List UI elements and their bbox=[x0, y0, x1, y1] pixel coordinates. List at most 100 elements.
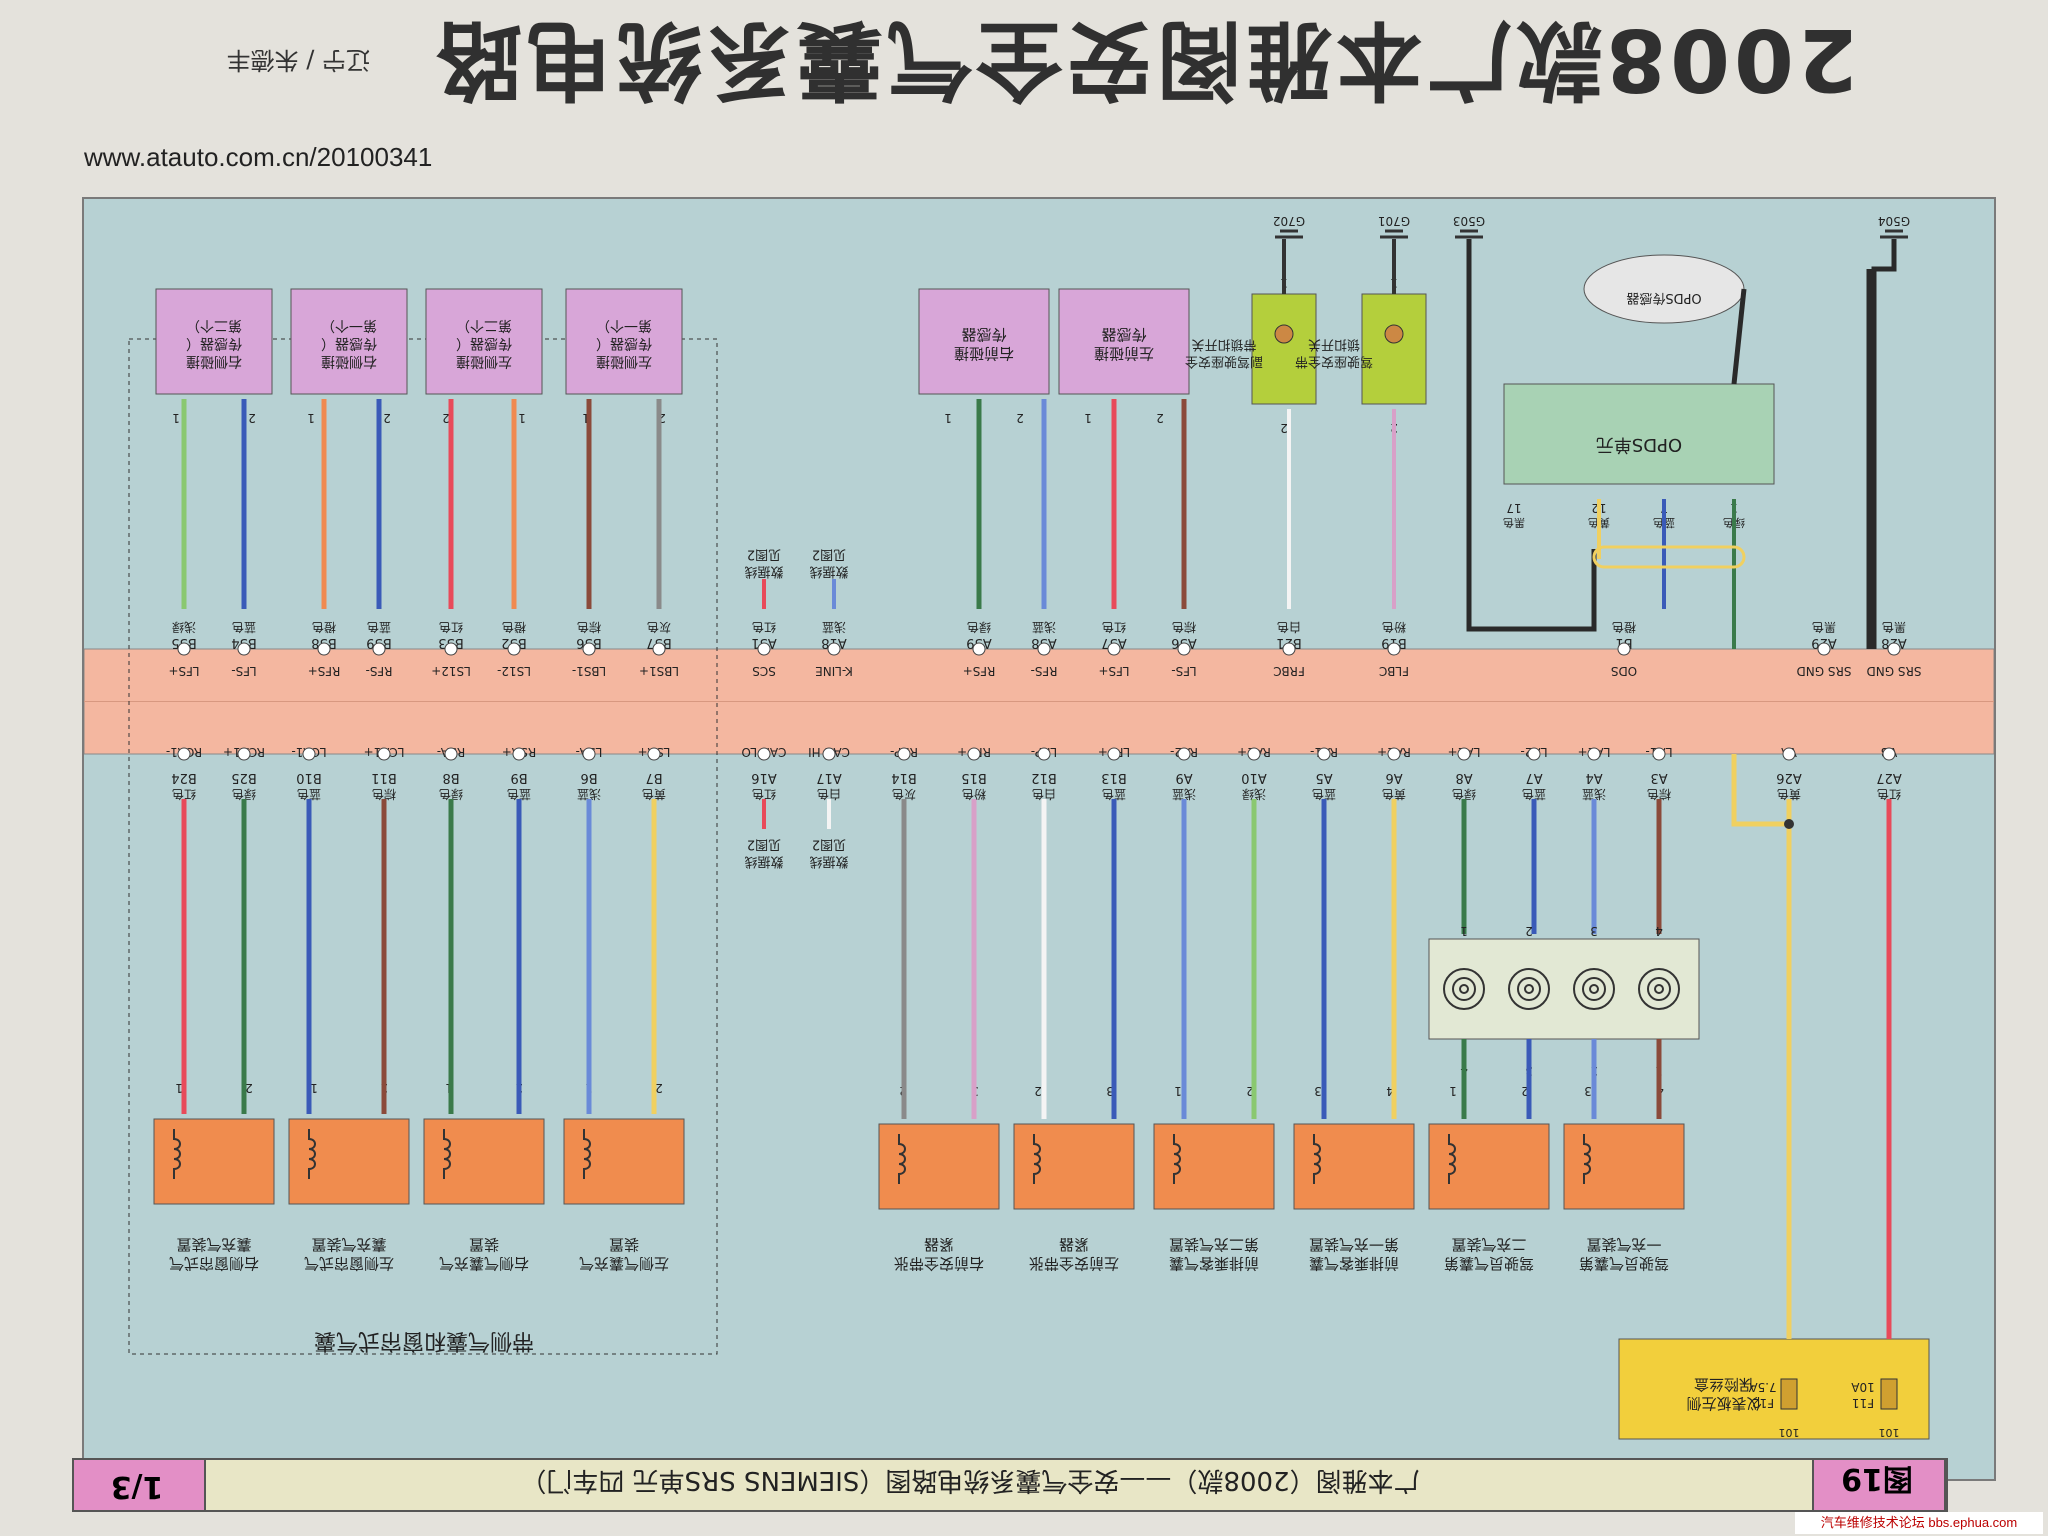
pin-color: 绿色 bbox=[1452, 787, 1476, 802]
pin-connector bbox=[1037, 747, 1051, 761]
srs-top-pin-9: K-LINEA18浅蓝 bbox=[815, 620, 853, 678]
fuse-box-label-line: 仪表板左侧 bbox=[1686, 1395, 1761, 1413]
opds-pin: 17 bbox=[1506, 501, 1521, 515]
pin-connector bbox=[507, 642, 521, 656]
opds-sensor-label: OPDS传感器 bbox=[1626, 290, 1701, 306]
srs-top-pin-8: SCSA31红色 bbox=[751, 620, 776, 678]
switch-box bbox=[1361, 293, 1427, 405]
clock-pin: 1 bbox=[1460, 924, 1468, 938]
pin-color: 蓝色 bbox=[1312, 787, 1336, 801]
pin-code: SRS GND bbox=[1867, 664, 1922, 678]
pin-code: LFS- bbox=[1171, 664, 1196, 678]
inflator-pin: 1 bbox=[1449, 1084, 1457, 1098]
pin-connector bbox=[1177, 747, 1191, 761]
pin-code: FLBC bbox=[1379, 664, 1409, 678]
inflator-box bbox=[878, 1123, 1000, 1210]
pin-connector bbox=[1617, 642, 1631, 656]
pin-color: 浅蓝 bbox=[1032, 620, 1056, 634]
pin-connector bbox=[967, 747, 981, 761]
side-sensor-label-1-line: 左侧碰撞 bbox=[456, 353, 512, 369]
inflator-right-label-2-line: 第一充气装置 bbox=[1309, 1236, 1399, 1254]
pin-connector bbox=[827, 642, 841, 656]
pin-connector bbox=[1107, 747, 1121, 761]
inflator-right-5: 32 bbox=[878, 1084, 1000, 1210]
inflator-pin: 3 bbox=[1314, 1084, 1322, 1098]
ground-G503: G503 bbox=[1453, 214, 1485, 239]
pin-connector bbox=[897, 747, 911, 761]
pin-connector bbox=[177, 642, 191, 656]
sensor-box bbox=[290, 288, 408, 395]
inflator-left-label-0-line: 装置 bbox=[609, 1236, 639, 1254]
pin-code: RFS+ bbox=[308, 664, 341, 678]
inflator-box bbox=[1153, 1123, 1275, 1210]
can-ref-top-0-line: 数据线 bbox=[744, 564, 783, 579]
pin-color: 橙色 bbox=[1612, 620, 1636, 635]
inflator-right-label-4-line: 左前安全带张 bbox=[1029, 1255, 1119, 1273]
srs-top-pin-3: LS12+B33红色 bbox=[431, 620, 471, 678]
fuse-pin: 101 bbox=[1779, 1426, 1800, 1439]
inflator-pin: 2 bbox=[1521, 1084, 1529, 1098]
sensor-pin: 1 bbox=[518, 411, 526, 425]
pin-color: 蓝色 bbox=[367, 620, 391, 634]
inflator-box bbox=[1293, 1123, 1415, 1210]
pin-connector bbox=[1782, 747, 1796, 761]
inflator-pin: 4 bbox=[1386, 1084, 1394, 1098]
pin-connector bbox=[1587, 747, 1601, 761]
pin-connector bbox=[237, 642, 251, 656]
pin-color: 粉色 bbox=[962, 787, 986, 801]
clock-coil bbox=[1654, 984, 1664, 994]
pin-wire: A16 bbox=[751, 770, 776, 785]
fuse-pin: 101 bbox=[1879, 1426, 1900, 1439]
can-ref-bottom-0-line: 见图2 bbox=[747, 837, 781, 852]
side-sensor-label-1-line: 第二个） bbox=[456, 317, 512, 334]
pin-code: RFS- bbox=[366, 664, 393, 678]
ground-label: G504 bbox=[1878, 214, 1910, 228]
inflator-left-label-1-line: 装置 bbox=[469, 1236, 499, 1254]
inflator-left-label-3-line: 右侧窗帘式气 bbox=[169, 1255, 259, 1273]
pin-wire: A3 bbox=[1650, 770, 1667, 785]
fuse-symbol bbox=[1880, 1378, 1898, 1410]
side-sensor-label-3-line: 第二个） bbox=[186, 317, 242, 334]
srs-top-pin-14: FRBCB21白色 bbox=[1273, 620, 1305, 678]
clock-coil bbox=[1524, 984, 1534, 994]
pin-color: 蓝色 bbox=[1102, 787, 1126, 801]
inflator-right-label-2-line: 前排乘客气囊 bbox=[1309, 1255, 1399, 1273]
squib-symbol bbox=[1033, 1134, 1041, 1184]
pin-color: 红色 bbox=[752, 787, 776, 802]
side-sensor-label-0-line: 传感器（ bbox=[596, 335, 652, 352]
inflator-right-label-4-line: 紧器 bbox=[1059, 1236, 1089, 1254]
side-sensor-label-1-line: 传感器（ bbox=[456, 335, 512, 352]
srs-bottom-pin-23: VBA27红色 bbox=[1876, 745, 1901, 802]
pin-color: 红色 bbox=[172, 787, 196, 802]
pin-connector bbox=[1317, 747, 1331, 761]
wiring-diagram: 带侧气囊和窗帘式气囊LBS1+B37灰色LBS1-B36棕色LS12-B32橙色… bbox=[83, 214, 1995, 1440]
pin-connector bbox=[237, 747, 251, 761]
fuse-box-label-line: 保险丝盒 bbox=[1694, 1376, 1754, 1394]
side-group-label: 带侧气囊和窗帘式气囊 bbox=[314, 1328, 534, 1353]
srs-top-pin-10: RFS+A39绿色 bbox=[963, 620, 996, 678]
can-ref-top-0-line: 见图2 bbox=[747, 547, 781, 562]
splice-point bbox=[1784, 819, 1794, 829]
pin-connector bbox=[1457, 747, 1471, 761]
pin-color: 橙色 bbox=[312, 620, 336, 635]
srs-top-pin-18: SRS GNDA28黑色 bbox=[1867, 620, 1922, 678]
inflator-pin: 3 bbox=[1584, 1084, 1592, 1098]
pin-code: LFS+ bbox=[168, 664, 199, 678]
side-sensor-label-3-line: 传感器（ bbox=[186, 335, 242, 352]
pin-color: 白色 bbox=[1277, 620, 1301, 635]
fuse-symbol bbox=[1780, 1378, 1798, 1410]
inflator-box bbox=[1563, 1123, 1685, 1210]
inflator-right-label-0-line: 一充气装置 bbox=[1586, 1236, 1661, 1254]
